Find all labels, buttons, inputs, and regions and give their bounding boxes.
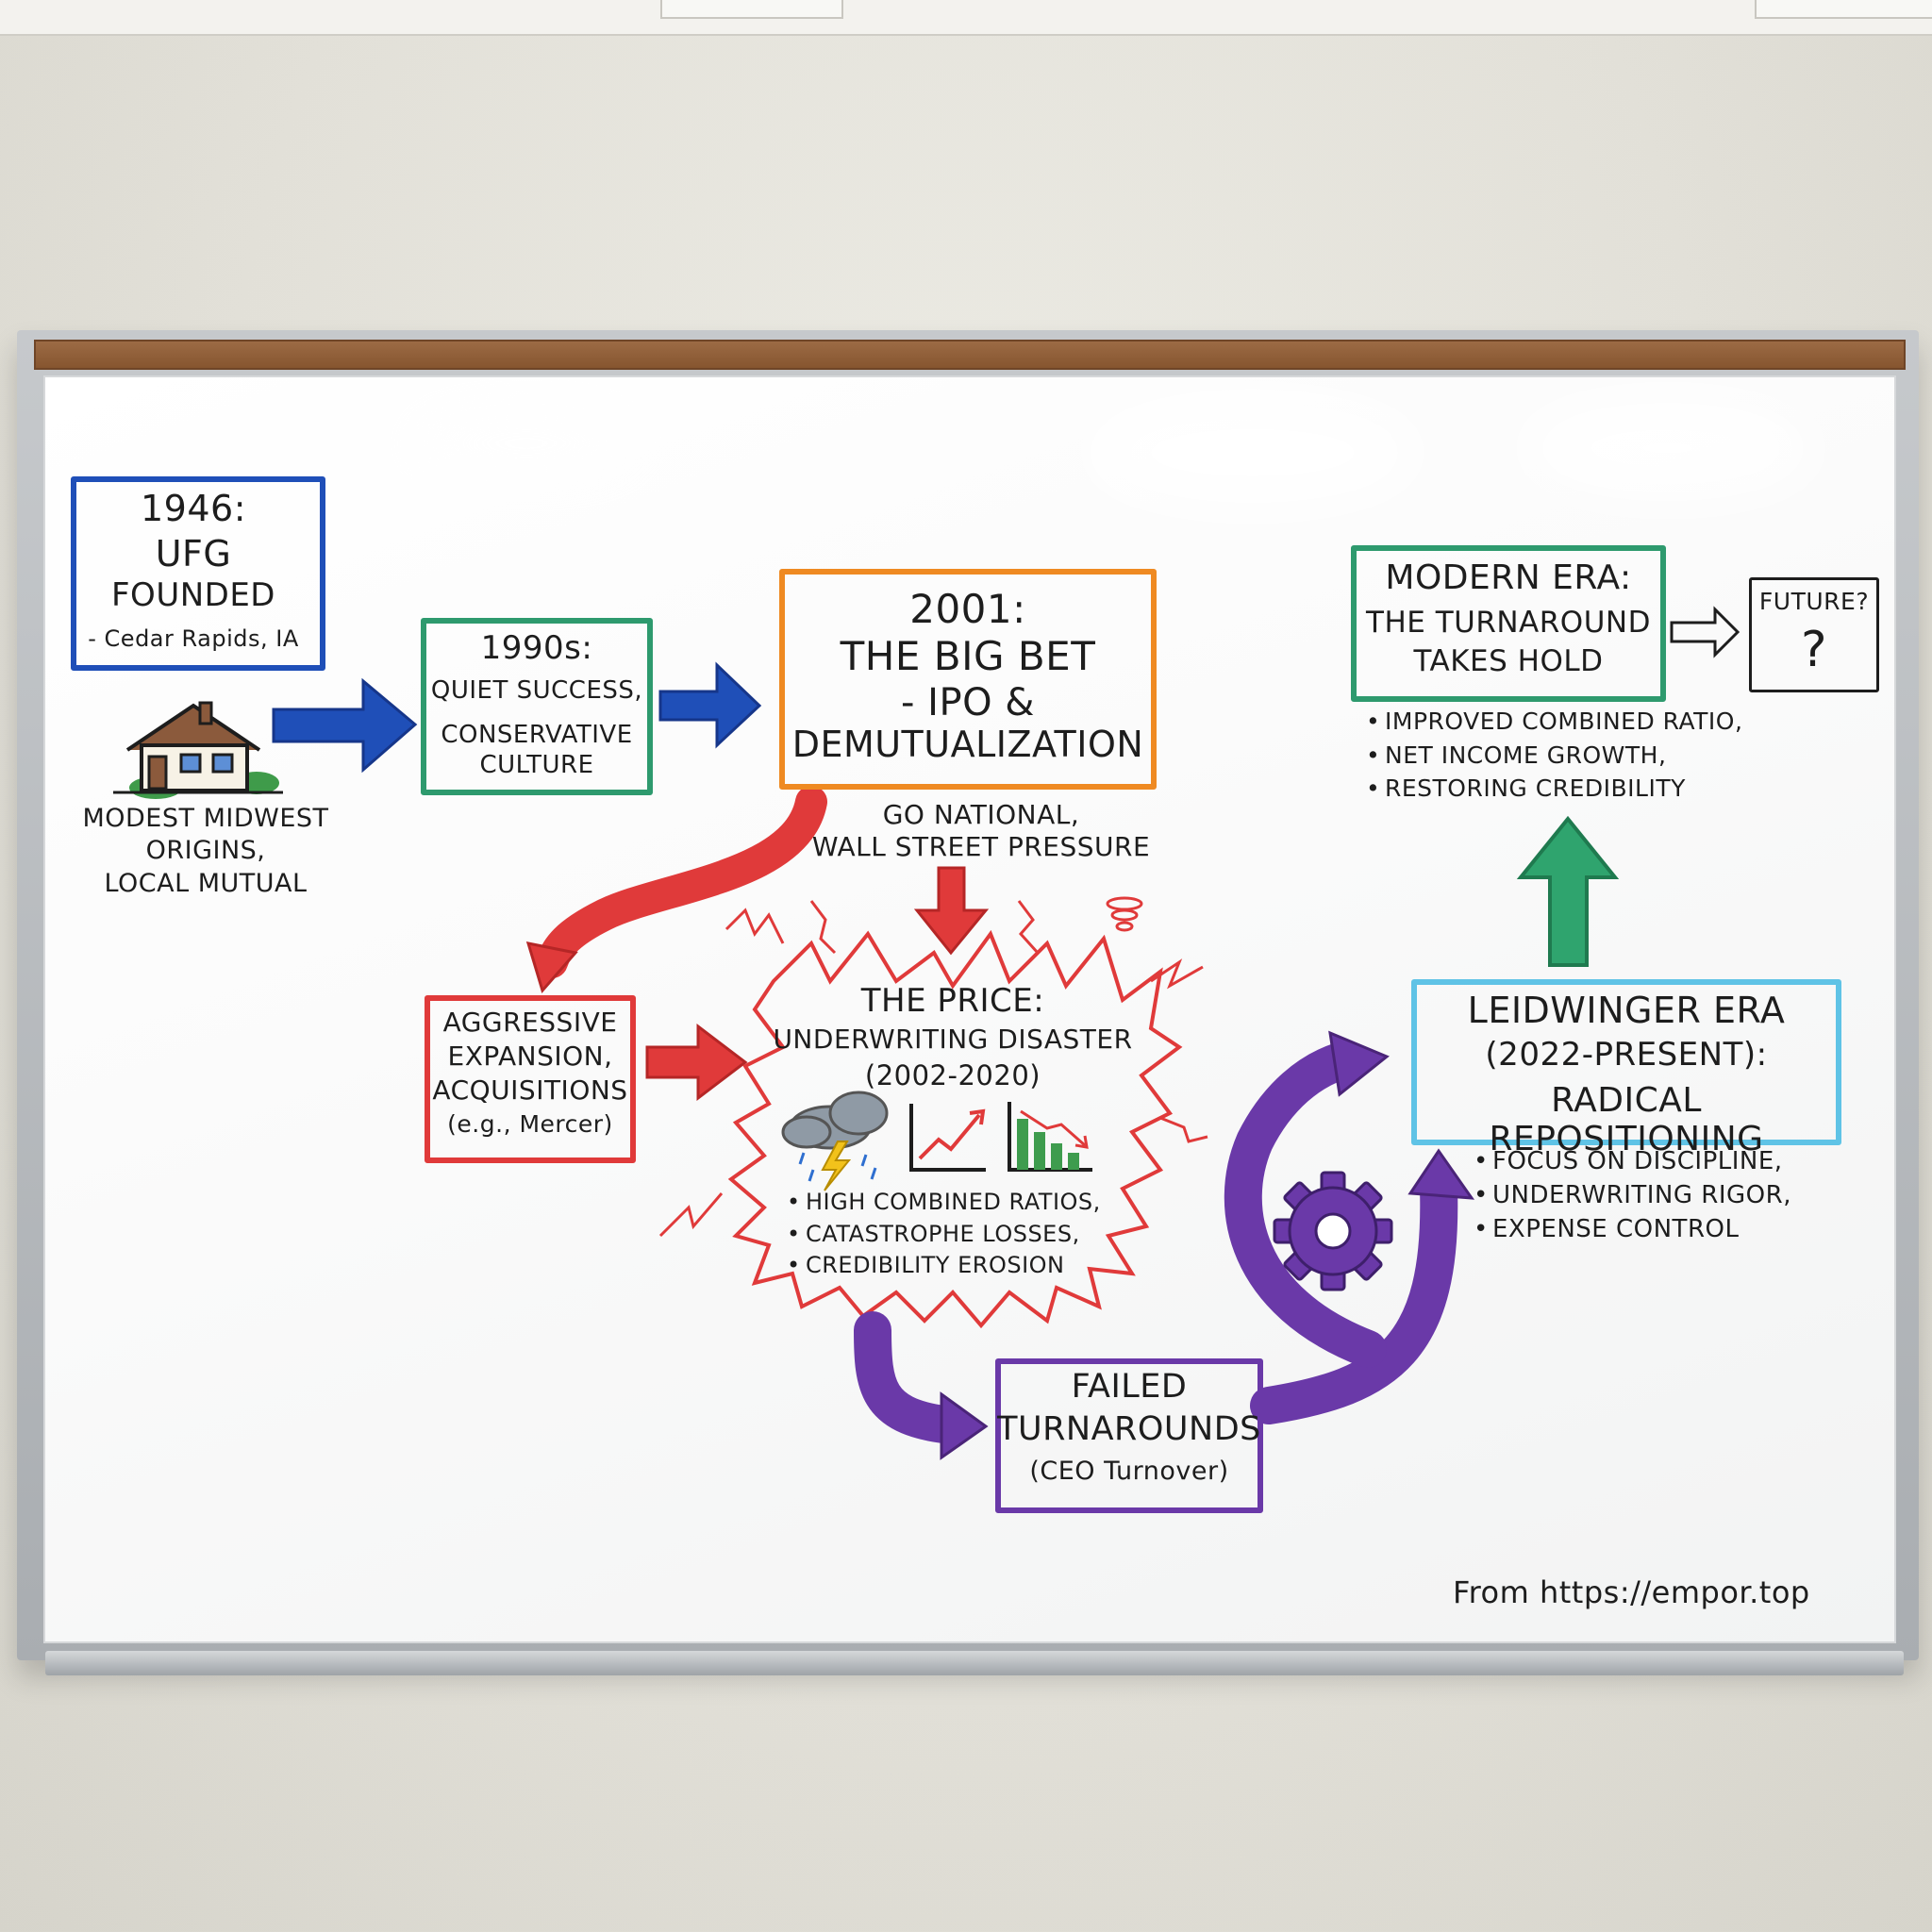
- arrow-expansion-to-price: [645, 1023, 748, 1102]
- failed-line2: TURNAROUNDS: [997, 1410, 1261, 1448]
- marker-tray: [45, 1651, 1904, 1675]
- modern-line3: TAKES HOLD: [1413, 644, 1604, 678]
- origins-line2: ORIGINS,: [145, 836, 266, 865]
- origins-line1: MODEST MIDWEST: [82, 804, 329, 833]
- bigbet-line3: - IPO &: [901, 681, 1035, 724]
- modern-bullet: IMPROVED COMBINED RATIO,: [1364, 705, 1760, 739]
- leidwinger-bullet: UNDERWRITING RIGOR,: [1472, 1179, 1811, 1213]
- failed-line1: FAILED: [1071, 1368, 1188, 1406]
- expansion-line4: (e.g., Mercer): [447, 1110, 613, 1138]
- expansion-line3: ACQUISITIONS: [432, 1074, 628, 1106]
- founded-year: 1946:: [140, 488, 246, 529]
- bigbet-year: 2001:: [909, 586, 1026, 632]
- tornado-icon: [1106, 896, 1143, 932]
- leidwinger-bullet: FOCUS ON DISCIPLINE,: [1472, 1145, 1811, 1179]
- arrow-1990s-to-2001: [658, 661, 762, 749]
- gear-icon: [1273, 1171, 1393, 1291]
- failed-line3: (CEO Turnover): [1029, 1457, 1229, 1486]
- ceiling: [0, 0, 1932, 36]
- nineties-box: [421, 618, 653, 795]
- nineties-line2: QUIET SUCCESS,: [430, 676, 643, 705]
- expansion-line1: AGGRESSIVE: [442, 1007, 618, 1038]
- price-bullet: CATASTROPHE LOSSES,: [785, 1219, 1124, 1251]
- price-bullet: HIGH COMBINED RATIOS,: [785, 1187, 1124, 1219]
- house-icon: [113, 701, 283, 799]
- leidwinger-title: LEIDWINGER ERA: [1467, 990, 1786, 1031]
- modern-bullets: IMPROVED COMBINED RATIO, NET INCOME GROW…: [1364, 705, 1760, 806]
- arrow-2001-to-price: [913, 866, 990, 956]
- leidwinger-bullet: EXPENSE CONTROL: [1472, 1213, 1811, 1247]
- storm-cloud-icon: [781, 1091, 889, 1191]
- founded-label: FOUNDED: [111, 576, 275, 614]
- burst-lightning-lines: [658, 900, 1208, 1238]
- nineties-line3: CONSERVATIVE: [441, 721, 633, 749]
- ceiling-tile: [1755, 0, 1932, 19]
- pressure-line1: GO NATIONAL,: [882, 799, 1080, 830]
- modern-title: MODERN ERA:: [1385, 558, 1632, 597]
- light-glare: [404, 406, 649, 481]
- rising-chart-icon: [909, 1104, 986, 1172]
- arrow-founded-to-1990s: [272, 677, 418, 774]
- light-glare: [1083, 396, 1423, 509]
- future-question: ?: [1800, 622, 1828, 678]
- modern-bullet: NET INCOME GROWTH,: [1364, 739, 1760, 773]
- price-title: THE PRICE:: [860, 982, 1045, 1020]
- bigbet-line4: DEMUTUALIZATION: [791, 724, 1144, 765]
- ceiling-tile: [660, 0, 843, 19]
- leidwinger-bullets: FOCUS ON DISCIPLINE, UNDERWRITING RIGOR,…: [1472, 1145, 1811, 1247]
- failed-box: [995, 1358, 1263, 1513]
- leidwinger-box: [1411, 979, 1841, 1145]
- arrow-failed-to-leidwinger-loop: [1224, 1030, 1475, 1424]
- light-glare: [1517, 396, 1819, 500]
- price-subtitle: UNDERWRITING DISASTER: [773, 1024, 1133, 1055]
- price-years: (2002-2020): [864, 1059, 1041, 1091]
- arrow-price-to-failed: [854, 1311, 989, 1460]
- nineties-line4: CULTURE: [479, 751, 594, 779]
- price-bullets: HIGH COMBINED RATIOS, CATASTROPHE LOSSES…: [785, 1187, 1124, 1282]
- bigbet-title: THE BIG BET: [840, 633, 1096, 679]
- price-bullet: CREDIBILITY EROSION: [785, 1250, 1124, 1282]
- modern-line2: THE TURNAROUND: [1366, 606, 1651, 640]
- pressure-line2: WALL STREET PRESSURE: [811, 831, 1151, 862]
- modern-box: [1351, 545, 1666, 702]
- leidwinger-years: (2022-PRESENT):: [1485, 1036, 1768, 1074]
- founded-location: - Cedar Rapids, IA: [88, 625, 299, 652]
- arrow-modern-to-future: [1670, 606, 1740, 658]
- founded-box: [71, 476, 325, 671]
- arrow-leidwinger-to-modern: [1516, 815, 1620, 967]
- modern-bullet: RESTORING CREDIBILITY: [1364, 772, 1760, 806]
- future-label: FUTURE?: [1758, 588, 1870, 615]
- origins-line3: LOCAL MUTUAL: [104, 869, 308, 898]
- arrow-2001-to-expansion: [525, 786, 827, 994]
- expansion-line2: EXPANSION,: [447, 1041, 613, 1072]
- nineties-year: 1990s:: [480, 629, 593, 667]
- bigbet-box: [779, 569, 1157, 790]
- expansion-box: [425, 995, 636, 1163]
- founded-company: UFG: [155, 533, 232, 575]
- source-footer: From https://empor.top: [1453, 1574, 1810, 1610]
- future-box: [1749, 577, 1879, 692]
- falling-bar-chart-icon: [1008, 1102, 1092, 1172]
- cork-strip: [34, 340, 1906, 370]
